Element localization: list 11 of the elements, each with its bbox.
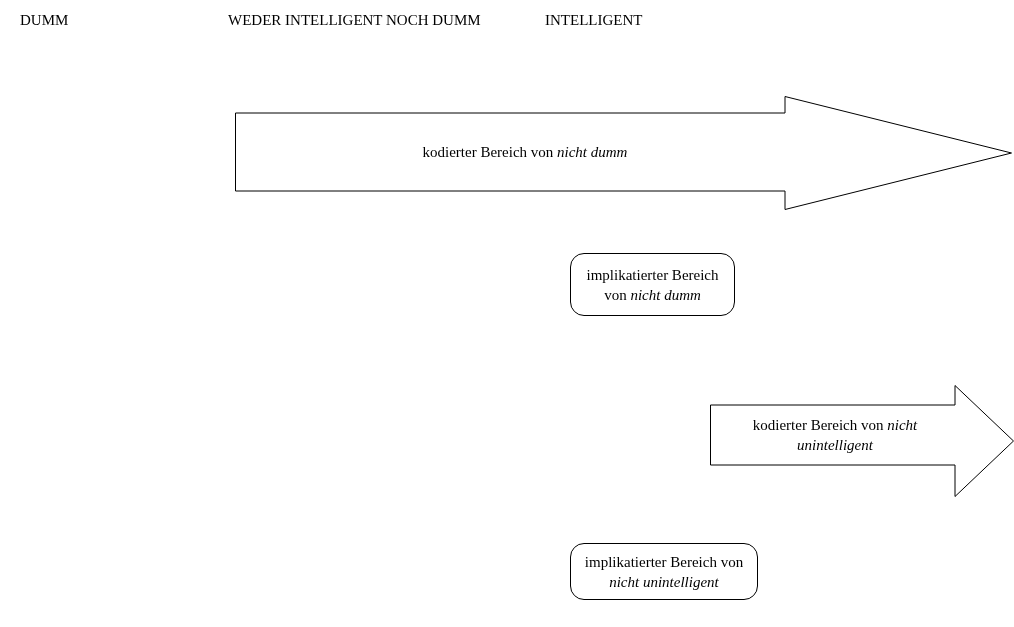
scale-label: DUMM bbox=[20, 12, 69, 29]
scale-label: WEDER INTELLIGENT NOCH DUMM bbox=[228, 12, 481, 29]
region-label: implikatierter Bereich von nicht unintelligent bbox=[583, 552, 745, 592]
region-label: kodierter Bereich von nicht unintelligent bbox=[751, 416, 919, 455]
region-label: kodierter Bereich von nicht dumm bbox=[421, 143, 629, 162]
scale-label: INTELLIGENT bbox=[545, 12, 643, 29]
rounded-box bbox=[570, 253, 735, 316]
rounded-box bbox=[570, 543, 758, 600]
block-arrow bbox=[235, 96, 1012, 210]
region-label: implikatierter Bereich von nicht dumm bbox=[585, 265, 720, 305]
block-arrow bbox=[710, 385, 1014, 497]
